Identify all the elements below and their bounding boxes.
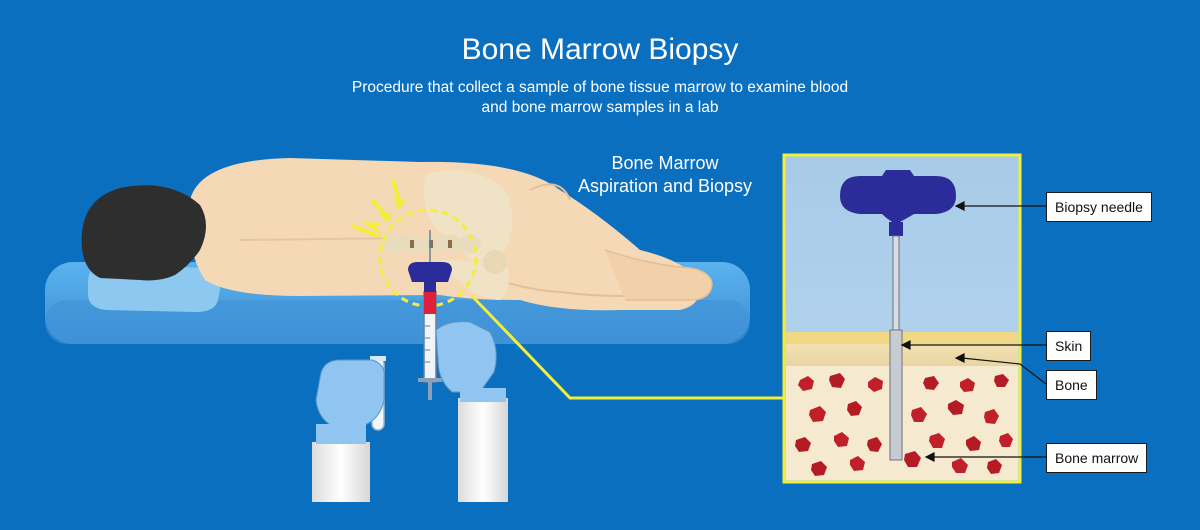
syringe: [408, 230, 452, 400]
callout-biopsy-needle: Biopsy needle: [1046, 192, 1152, 222]
subtitle-line-2: and bone marrow samples in a lab: [481, 99, 719, 116]
section-title-line-1: Bone Marrow: [611, 153, 719, 173]
cross-section-inset: [782, 153, 1022, 484]
zoom-connector: [470, 294, 784, 400]
section-title-line-2: Aspiration and Biopsy: [577, 176, 753, 196]
gloved-hands: [312, 321, 508, 502]
subtitle-line-1: Procedure that collect a sample of bone …: [351, 79, 849, 96]
leader-lines: [900, 201, 1047, 462]
callout-bone-marrow: Bone marrow: [1046, 443, 1148, 473]
marrow-particles: [795, 373, 1013, 476]
section-title: Bone Marrow Aspiration and Biopsy: [560, 152, 770, 198]
page-subtitle: Procedure that collect a sample of bone …: [300, 78, 900, 118]
biopsy-needle-drawing: [840, 170, 956, 461]
callout-skin: Skin: [1046, 331, 1092, 361]
callout-bone: Bone: [1046, 370, 1097, 400]
patient: [81, 158, 713, 311]
page-title: Bone Marrow Biopsy: [461, 33, 739, 66]
